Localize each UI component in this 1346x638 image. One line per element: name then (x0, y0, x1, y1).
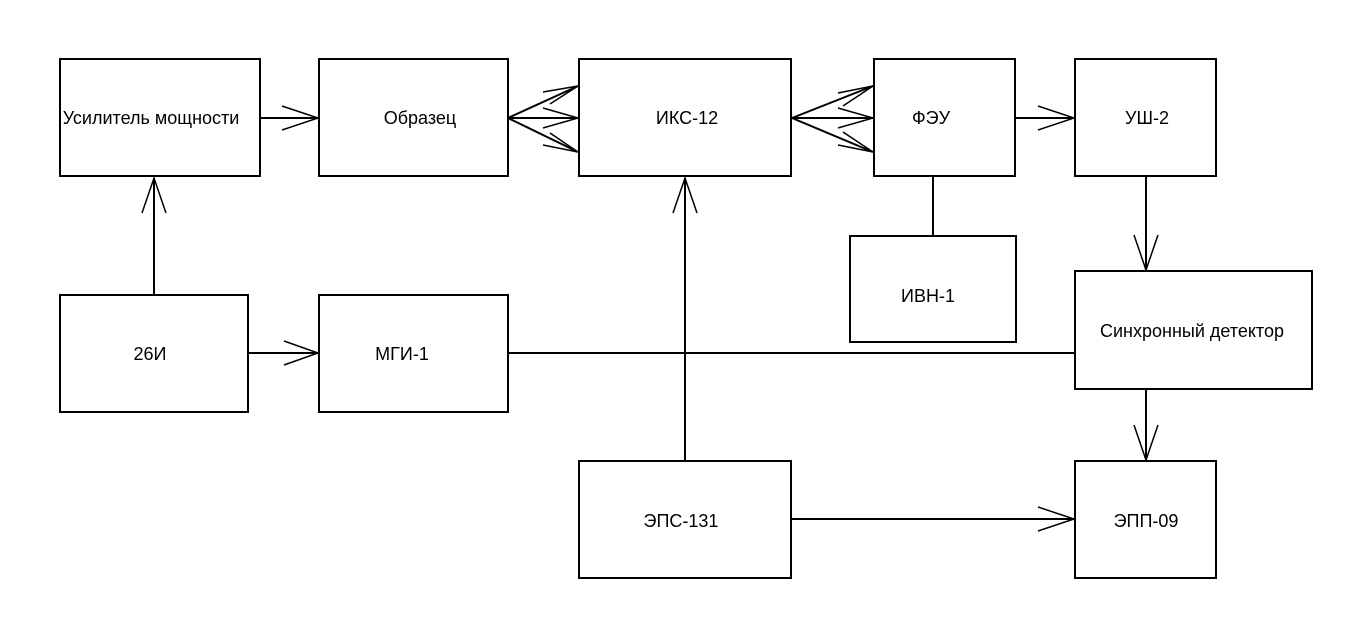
block-sync-detector-box (1074, 270, 1313, 390)
wire-sample-iks-top (507, 85, 579, 119)
block-eps131-box (578, 460, 792, 579)
wire-iks-feu-bottom (791, 117, 874, 153)
arrow-head-iks-from-eps (672, 175, 698, 214)
block-sample-label: Образец (384, 108, 457, 128)
block-mgi1: МГИ-1 (318, 294, 509, 413)
block-sync-detector: Синхронный детектор (1074, 270, 1313, 390)
block-feu-label: ФЭУ (912, 108, 951, 128)
block-epp09-box (1074, 460, 1217, 579)
wire-sample-iks-bottom (507, 117, 579, 153)
block-iks12-box (578, 58, 792, 177)
block-feu: ФЭУ (873, 58, 1016, 177)
arrow-head-feu-top (837, 85, 874, 107)
block-ush2-box (1074, 58, 1217, 177)
block-mgi1-box (318, 294, 509, 413)
block-ush2-label: УШ-2 (1125, 108, 1169, 128)
block-amplifier-box (59, 58, 261, 177)
block-feu-box (873, 58, 1016, 177)
block-iks12: ИКС-12 (578, 58, 792, 177)
block-26i: 26И (59, 294, 249, 413)
block-epp09-label: ЭПП-09 (1114, 511, 1179, 531)
block-ivn1-box (849, 235, 1017, 343)
block-eps131: ЭПС-131 (578, 460, 792, 579)
block-sync-detector-label: Синхронный детектор (1100, 321, 1284, 341)
wire-iks-feu-top (791, 85, 874, 119)
block-sample: Образец (318, 58, 509, 177)
connections (153, 85, 1147, 520)
block-sample-box (318, 58, 509, 177)
block-mgi1-label: МГИ-1 (375, 344, 429, 364)
block-amplifier: Усилитель мощности (59, 58, 261, 177)
block-amplifier-label: Усилитель мощности (63, 108, 240, 128)
block-epp09: ЭПП-09 (1074, 460, 1217, 579)
block-eps131-label: ЭПС-131 (644, 511, 719, 531)
arrow-head-feu-bottom (837, 131, 874, 153)
block-26i-box (59, 294, 249, 413)
block-ivn1-label: ИВН-1 (901, 286, 955, 306)
block-26i-label: 26И (134, 344, 167, 364)
block-ush2: УШ-2 (1074, 58, 1217, 177)
arrow-head-amplifier (141, 175, 167, 214)
block-iks12-label: ИКС-12 (656, 108, 718, 128)
block-ivn1: ИВН-1 (849, 235, 1017, 343)
